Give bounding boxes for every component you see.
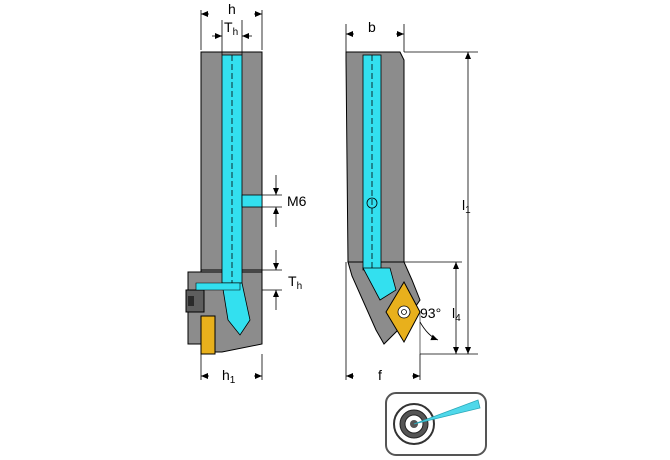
label-l1: l1 — [462, 197, 471, 216]
label-l4: l4 — [452, 305, 461, 324]
angle-arc — [419, 321, 439, 341]
coolant-target-icon — [385, 392, 487, 456]
label-th-side: Th — [288, 273, 302, 292]
front-insert — [200, 315, 216, 355]
front-clamp — [185, 289, 205, 313]
label-th-top: Th — [224, 19, 238, 38]
front-coolant-port — [241, 194, 263, 208]
label-angle: 93° — [420, 305, 441, 321]
label-m6: M6 — [287, 193, 307, 209]
side-view — [345, 24, 478, 380]
side-port-circle — [366, 197, 378, 209]
label-f: f — [378, 367, 382, 383]
front-view — [185, 10, 282, 380]
label-b: b — [368, 19, 376, 35]
label-h: h — [228, 1, 236, 17]
label-h1: h1 — [222, 367, 236, 386]
